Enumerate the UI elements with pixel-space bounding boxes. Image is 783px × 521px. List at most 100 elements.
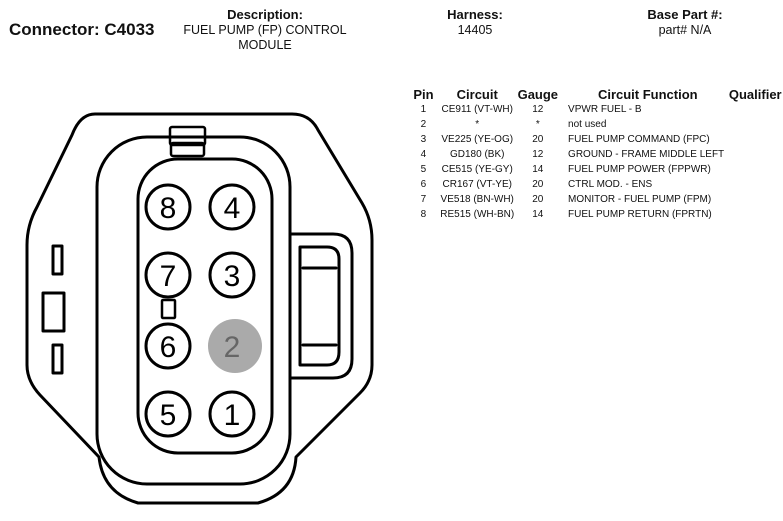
table-row: 4 GD180 (BK) 12 GROUND - FRAME MIDDLE LE… xyxy=(410,147,783,162)
cell-pin: 5 xyxy=(420,164,427,175)
cell-circuit: GD180 (BK) xyxy=(450,149,505,160)
header-circuit: Circuit xyxy=(456,86,498,102)
cell-qualifier xyxy=(728,192,783,207)
pin-2-label: 2 xyxy=(224,331,241,364)
pin-8-circle xyxy=(144,183,192,231)
pin-4: 4 xyxy=(208,183,256,231)
cell-qualifier xyxy=(728,177,783,192)
housing-slot-inner xyxy=(169,141,206,158)
cell-function: FUEL PUMP RETURN (FPRTN) xyxy=(568,209,712,220)
pin-7-circle xyxy=(144,251,192,299)
cell-function: not used xyxy=(568,119,607,130)
pin-6-circle xyxy=(144,322,192,370)
cell-gauge: 14 xyxy=(532,209,544,220)
pin-grid: 8 4 7 3 6 2 5 1 xyxy=(144,183,262,438)
pin-3-circle xyxy=(208,251,256,299)
table-row: 6 CR167 (VT-YE) 20 CTRL MOD. - ENS xyxy=(410,177,783,192)
cell-function: VPWR FUEL - B xyxy=(568,104,642,115)
base-part-label: Base Part #: xyxy=(647,7,723,22)
cell-gauge: 12 xyxy=(532,104,544,115)
pin-2-circle xyxy=(208,319,262,373)
cell-pin: 1 xyxy=(420,104,427,115)
harness-block: Harness: 14405 xyxy=(405,7,545,38)
cell-pin: 7 xyxy=(420,194,427,205)
pin-link-7-6 xyxy=(160,298,177,320)
cell-pin: 6 xyxy=(420,179,427,190)
cell-qualifier xyxy=(728,132,783,147)
base-part-block: Base Part #: part# N/A xyxy=(615,7,755,38)
cell-qualifier xyxy=(728,102,783,117)
pin-2: 2 xyxy=(208,319,262,373)
connector-title: Connector: C4033 xyxy=(9,20,155,39)
pin-1-label: 1 xyxy=(224,399,241,432)
cell-pin: 2 xyxy=(420,119,427,130)
cell-qualifier xyxy=(728,162,783,177)
header-gauge: Gauge xyxy=(517,86,559,102)
cell-function: CTRL MOD. - ENS xyxy=(568,179,653,190)
cell-gauge: * xyxy=(535,119,540,130)
pin-6: 6 xyxy=(144,322,192,370)
pin-7-label: 7 xyxy=(160,260,177,293)
pin-1: 1 xyxy=(208,390,256,438)
description-block: Description: FUEL PUMP (FP) CONTROL MODU… xyxy=(170,7,360,54)
table-row: 1 CE911 (VT-WH) 12 VPWR FUEL - B xyxy=(410,102,783,117)
cell-circuit: CE911 (VT-WH) xyxy=(441,104,513,115)
pin-8: 8 xyxy=(144,183,192,231)
pin-3: 3 xyxy=(208,251,256,299)
pin-1-circle xyxy=(208,390,256,438)
key-tab-top xyxy=(51,244,64,276)
pin-6-label: 6 xyxy=(160,331,177,364)
header-pin: Pin xyxy=(413,86,434,102)
description-value-line1: FUEL PUMP (FP) CONTROL xyxy=(183,22,347,37)
cell-pin: 4 xyxy=(420,149,427,160)
cell-circuit: CR167 (VT-YE) xyxy=(442,179,512,190)
table-row: 7 VE518 (BN-WH) 20 MONITOR - FUEL PUMP (… xyxy=(410,192,783,207)
cell-function: FUEL PUMP POWER (FPPWR) xyxy=(568,164,711,175)
pin-5: 5 xyxy=(144,390,192,438)
cell-circuit: * xyxy=(475,119,480,130)
base-part-value: part# N/A xyxy=(658,22,712,37)
pin-5-circle xyxy=(144,390,192,438)
key-tab-middle xyxy=(41,291,66,333)
locking-latch-inner xyxy=(298,245,341,367)
description-value-line2: MODULE xyxy=(238,38,292,52)
cell-function: FUEL PUMP COMMAND (FPC) xyxy=(568,134,710,145)
pin-3-label: 3 xyxy=(224,260,241,293)
cell-circuit: VE518 (BN-WH) xyxy=(440,194,514,205)
header-function: Circuit Function xyxy=(597,86,698,102)
table-row: 8 RE515 (WH-BN) 14 FUEL PUMP RETURN (FPR… xyxy=(410,207,783,222)
key-tab-bottom xyxy=(51,343,64,375)
connector-inner-body xyxy=(95,135,292,486)
pin-cavity-block xyxy=(136,157,274,455)
pin-4-circle xyxy=(208,183,256,231)
cell-gauge: 20 xyxy=(532,179,544,190)
cell-function: GROUND - FRAME MIDDLE LEFT xyxy=(568,149,725,160)
connector-face-diagram: 8 4 7 3 6 2 5 1 xyxy=(25,112,374,505)
cell-pin: 3 xyxy=(420,134,427,145)
table-row: 3 VE225 (YE-OG) 20 FUEL PUMP COMMAND (FP… xyxy=(410,132,783,147)
cell-qualifier xyxy=(728,207,783,222)
connector-housing-outline xyxy=(25,112,374,505)
table-header-row: Pin Circuit Gauge Circuit Function Quali… xyxy=(410,86,783,102)
harness-value: 14405 xyxy=(457,22,493,37)
cell-qualifier xyxy=(728,147,783,162)
cell-circuit: RE515 (WH-BN) xyxy=(440,209,515,220)
description-label: Description: xyxy=(227,7,303,22)
table-row: 2 * * not used xyxy=(410,117,783,132)
cell-pin: 8 xyxy=(420,209,427,220)
table-row: 5 CE515 (YE-GY) 14 FUEL PUMP POWER (FPPW… xyxy=(410,162,783,177)
locking-latch xyxy=(289,232,354,380)
cell-gauge: 20 xyxy=(532,194,544,205)
cell-gauge: 20 xyxy=(532,134,544,145)
pin-4-label: 4 xyxy=(224,192,241,225)
cell-circuit: CE515 (YE-GY) xyxy=(441,164,513,175)
header-qualifier: Qualifier xyxy=(728,86,782,102)
cell-function: MONITOR - FUEL PUMP (FPM) xyxy=(568,194,712,205)
cell-circuit: VE225 (YE-OG) xyxy=(441,134,514,145)
harness-label: Harness: xyxy=(447,7,503,22)
pin-table: Pin Circuit Gauge Circuit Function Quali… xyxy=(410,86,783,222)
pin-7: 7 xyxy=(144,251,192,299)
pin-8-label: 8 xyxy=(160,192,177,225)
cell-gauge: 12 xyxy=(532,149,544,160)
cell-gauge: 14 xyxy=(532,164,544,175)
